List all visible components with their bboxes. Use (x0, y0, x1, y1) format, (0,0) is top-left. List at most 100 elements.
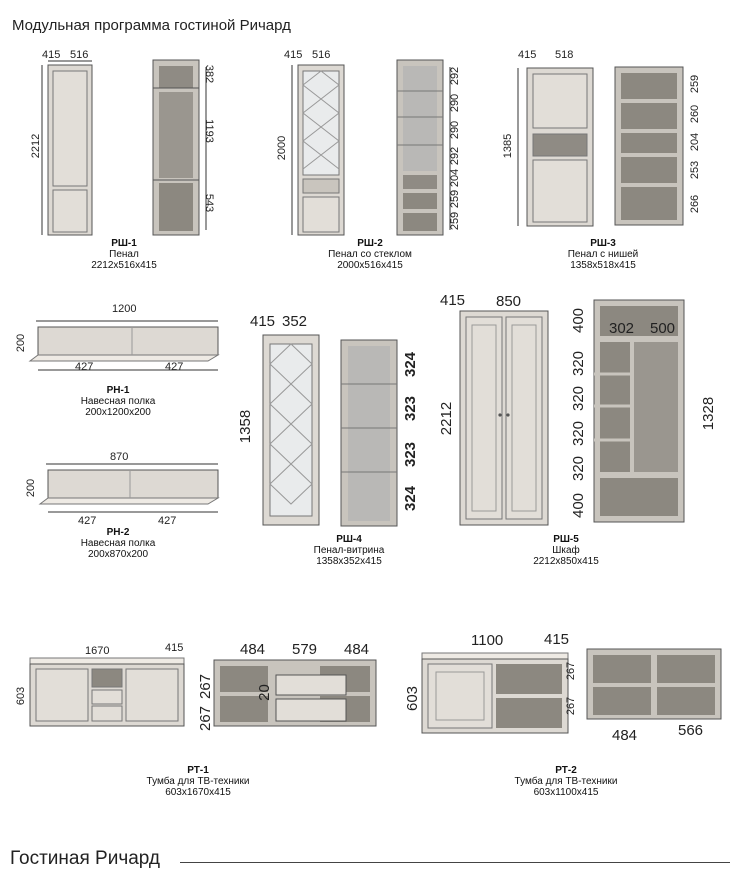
rt2-section-1: 267 (565, 661, 578, 681)
rsh5-caption: РШ-5 Шкаф 2212х850х415 (486, 534, 646, 567)
rn1-right: 427 (165, 361, 184, 373)
rsh1-name: Пенал (109, 249, 139, 260)
rn2-drawing (38, 463, 220, 513)
rt1-caption: РТ-1 Тумба для ТВ-техники 603х1670х415 (118, 765, 278, 798)
rt2-open-drawing (586, 648, 722, 720)
rn1-left: 427 (75, 361, 94, 373)
rsh2-section-7: 259 (449, 211, 462, 231)
rsh1-section-1: 382 (203, 64, 216, 84)
rsh4-size: 1358х352х415 (316, 556, 382, 567)
rsh4-section-3: 323 (402, 441, 420, 468)
rsh4-name: Пенал-витрина (313, 545, 385, 556)
rt1-depth: 415 (165, 642, 184, 654)
rsh5-top: 400 (570, 307, 588, 334)
rt1-section-2: 20 (255, 684, 273, 701)
rt2-left: 484 (612, 727, 638, 744)
rt1-left: 484 (240, 641, 266, 658)
rsh2-section-5: 204 (449, 168, 462, 188)
rsh4-section-2: 323 (402, 395, 420, 422)
rn1-width: 1200 (112, 303, 137, 315)
rsh1-section-3: 543 (203, 193, 216, 213)
rsh5-width: 850 (496, 293, 522, 310)
rsh5-section-4: 320 (570, 455, 588, 482)
rsh5-section-2: 320 (570, 385, 588, 412)
rsh5-size: 2212х850х415 (533, 556, 599, 567)
rt1-right: 484 (344, 641, 370, 658)
rsh2-name: Пенал со стеклом (328, 249, 412, 260)
rsh1-open-drawing (152, 59, 207, 236)
rsh1-code: РШ-1 (111, 238, 137, 249)
rsh1-height: 2212 (30, 133, 43, 159)
rt2-name: Тумба для ТВ-техники (514, 776, 618, 787)
rsh2-height: 2000 (276, 135, 289, 161)
rt2-depth: 415 (544, 631, 570, 648)
rt1-middle: 579 (292, 641, 318, 658)
rsh3-caption: РШ-3 Пенал с нишей 1358х518х415 (523, 238, 683, 271)
rt1-code: РТ-1 (187, 765, 209, 776)
rsh5-closed-drawing (459, 310, 549, 526)
rt1-section-3: 267 (197, 705, 215, 732)
rsh3-depth: 415 (518, 49, 537, 61)
rt2-closed-drawing (421, 652, 569, 734)
rsh5-section-1: 320 (570, 350, 588, 377)
rsh4-depth: 415 (250, 313, 276, 330)
rt1-size: 603х1670х415 (165, 787, 231, 798)
rsh3-section-2: 260 (689, 104, 702, 124)
rn1-drawing (28, 320, 220, 371)
rsh4-closed-drawing (262, 334, 320, 526)
rsh5-section-3: 320 (570, 420, 588, 447)
rsh2-size: 2000х516х415 (337, 260, 403, 271)
rt2-right: 566 (678, 722, 704, 739)
rsh1-size: 2212х516х415 (91, 260, 157, 271)
rsh3-name: Пенал с нишей (567, 249, 639, 260)
rsh3-closed-drawing (517, 67, 594, 227)
rsh2-section-3: 290 (449, 120, 462, 140)
rt2-code: РТ-2 (555, 765, 577, 776)
rsh4-open-drawing (340, 339, 398, 527)
rn1-caption: РН-1 Навесная полка 200х1200х200 (38, 385, 198, 418)
rt1-section-1: 267 (197, 673, 215, 700)
rsh2-depth: 415 (284, 49, 303, 61)
rsh5-right-width: 500 (650, 320, 676, 337)
rt2-height: 603 (404, 685, 422, 712)
rsh5-depth: 415 (440, 292, 466, 309)
rsh2-closed-drawing (291, 64, 345, 236)
rsh2-section-4: 292 (449, 146, 462, 166)
rn2-size: 200х870х200 (87, 549, 149, 560)
rn1-size: 200х1200х200 (85, 407, 151, 418)
rn2-name: Навесная полка (80, 538, 156, 549)
rt1-closed-drawing (29, 657, 185, 727)
rsh2-open-drawing (396, 59, 451, 236)
rt2-size: 603х1100х415 (533, 787, 599, 798)
page-title: Модульная программа гостиной Ричард (12, 17, 291, 34)
rsh1-depth: 415 (42, 49, 61, 61)
rsh4-height: 1358 (237, 409, 255, 444)
rsh3-section-4: 253 (689, 160, 702, 180)
rn1-height: 200 (15, 333, 28, 353)
rsh3-code: РШ-3 (590, 238, 616, 249)
footer-title: Гостиная Ричард (10, 848, 160, 869)
rsh3-section-3: 204 (689, 132, 702, 152)
rt2-section-2: 267 (565, 696, 578, 716)
rt1-name: Тумба для ТВ-техники (146, 776, 250, 787)
rsh4-code: РШ-4 (336, 534, 362, 545)
rsh5-left-width: 302 (609, 320, 635, 337)
rn2-height: 200 (25, 478, 38, 498)
rn1-name: Навесная полка (80, 396, 156, 407)
rsh5-right-height: 1328 (700, 396, 718, 431)
rsh3-size: 1358х518х415 (570, 260, 636, 271)
rt1-width: 1670 (85, 645, 110, 657)
rsh1-caption: РШ-1 Пенал 2212х516х415 (44, 238, 204, 271)
rt1-open-drawing (213, 659, 377, 727)
rsh2-section-2: 290 (449, 93, 462, 113)
rn2-left: 427 (78, 515, 97, 527)
rsh5-bottom: 400 (570, 492, 588, 519)
rn2-code: РН-2 (106, 527, 130, 538)
rn2-width: 870 (110, 451, 129, 463)
rsh3-width: 518 (555, 49, 574, 61)
footer-divider (180, 862, 730, 863)
rsh1-section-2: 1193 (202, 119, 215, 143)
rsh2-section-1: 292 (449, 66, 462, 86)
rn2-right: 427 (158, 515, 177, 527)
rn2-caption: РН-2 Навесная полка 200х870х200 (38, 527, 198, 560)
